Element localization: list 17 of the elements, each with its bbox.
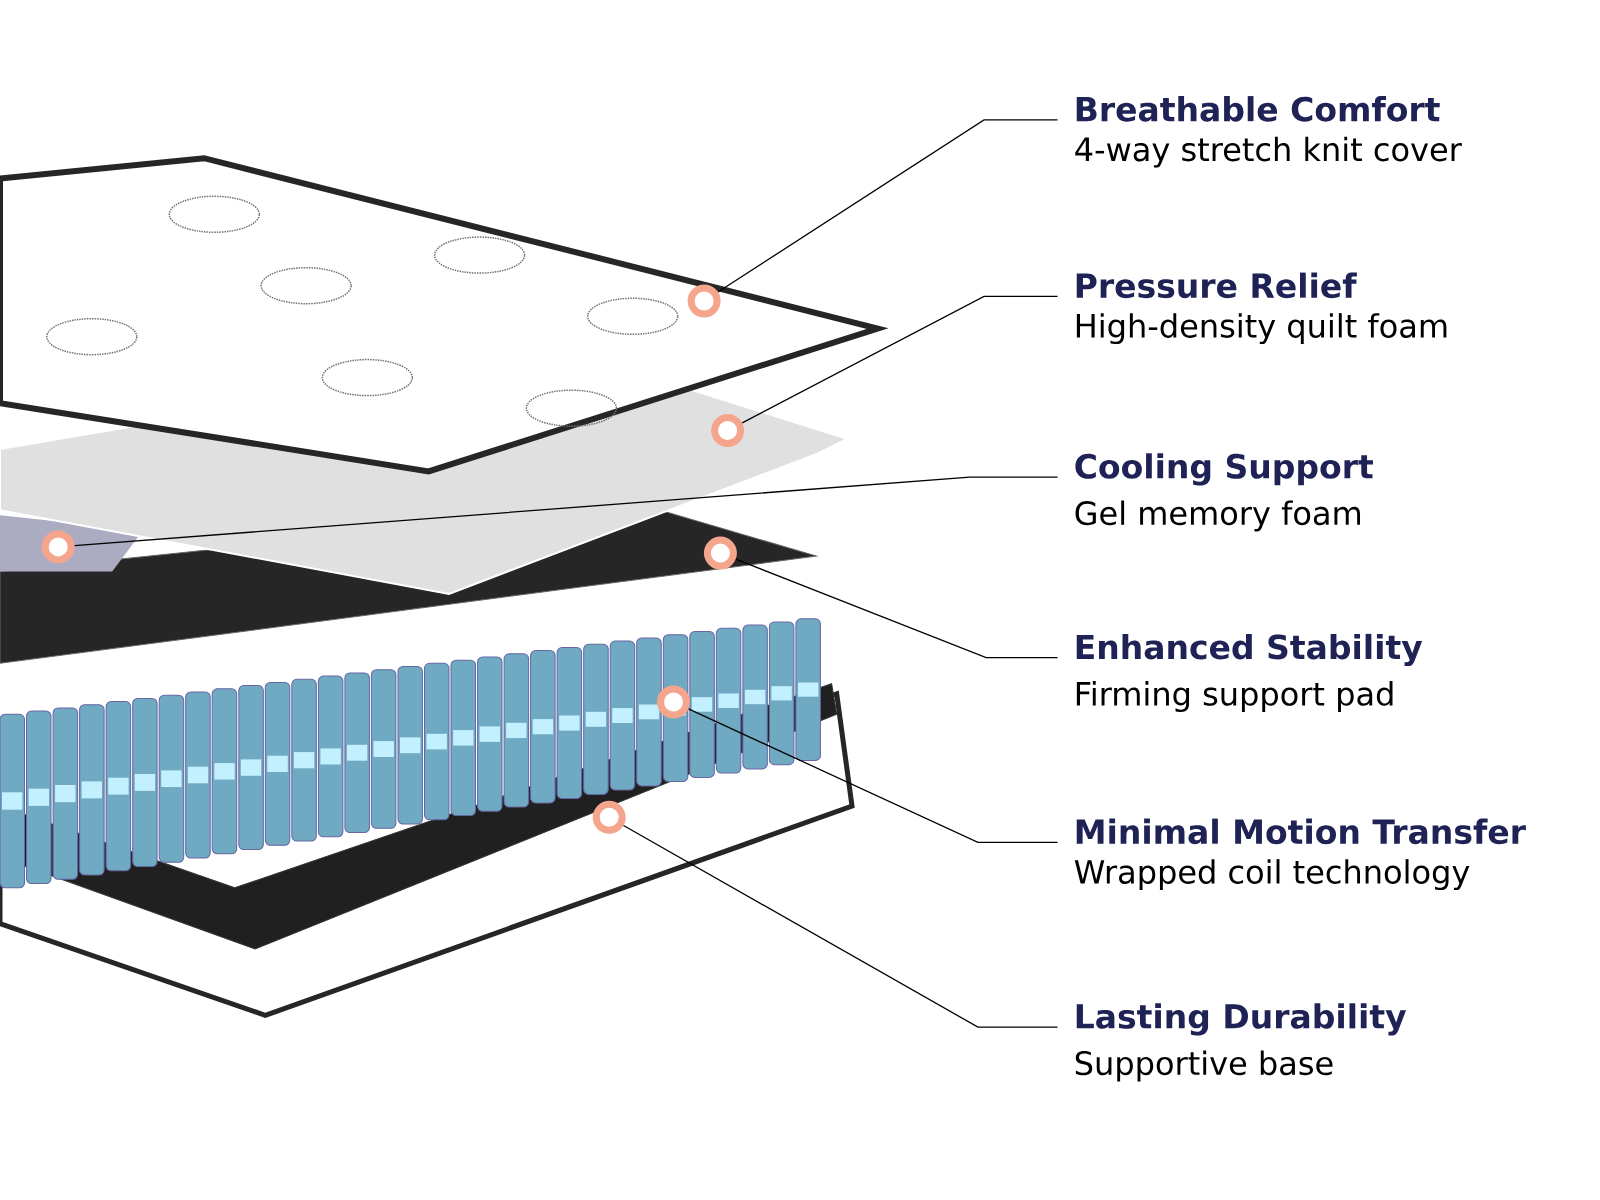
callout-text: Lasting Durability Supportive base [1075, 1003, 1407, 1082]
callout-dot [711, 414, 745, 448]
callout-text: Enhanced Stability Firming support pad [1076, 633, 1423, 713]
callout-dot [657, 685, 690, 719]
callout-dot [687, 284, 721, 318]
callout-dot [592, 800, 626, 834]
callout-text: Minimal Motion Transfer Wrapped coil technology [1074, 818, 1526, 891]
leader-line [741, 295, 1059, 424]
leader-line [622, 824, 1059, 1028]
callout-text: Cooling Support Gel memory foam [1075, 453, 1373, 532]
callout-text: Breathable Comfort 4-way stretch knit cover [1075, 96, 1462, 168]
callout-dot [41, 530, 75, 564]
leader-line [735, 558, 1059, 659]
leader-line [74, 476, 1059, 547]
leader-line [687, 708, 1059, 844]
callout-text: Pressure Relief High-density quilt foam [1076, 272, 1447, 345]
callout-dot [703, 536, 737, 570]
